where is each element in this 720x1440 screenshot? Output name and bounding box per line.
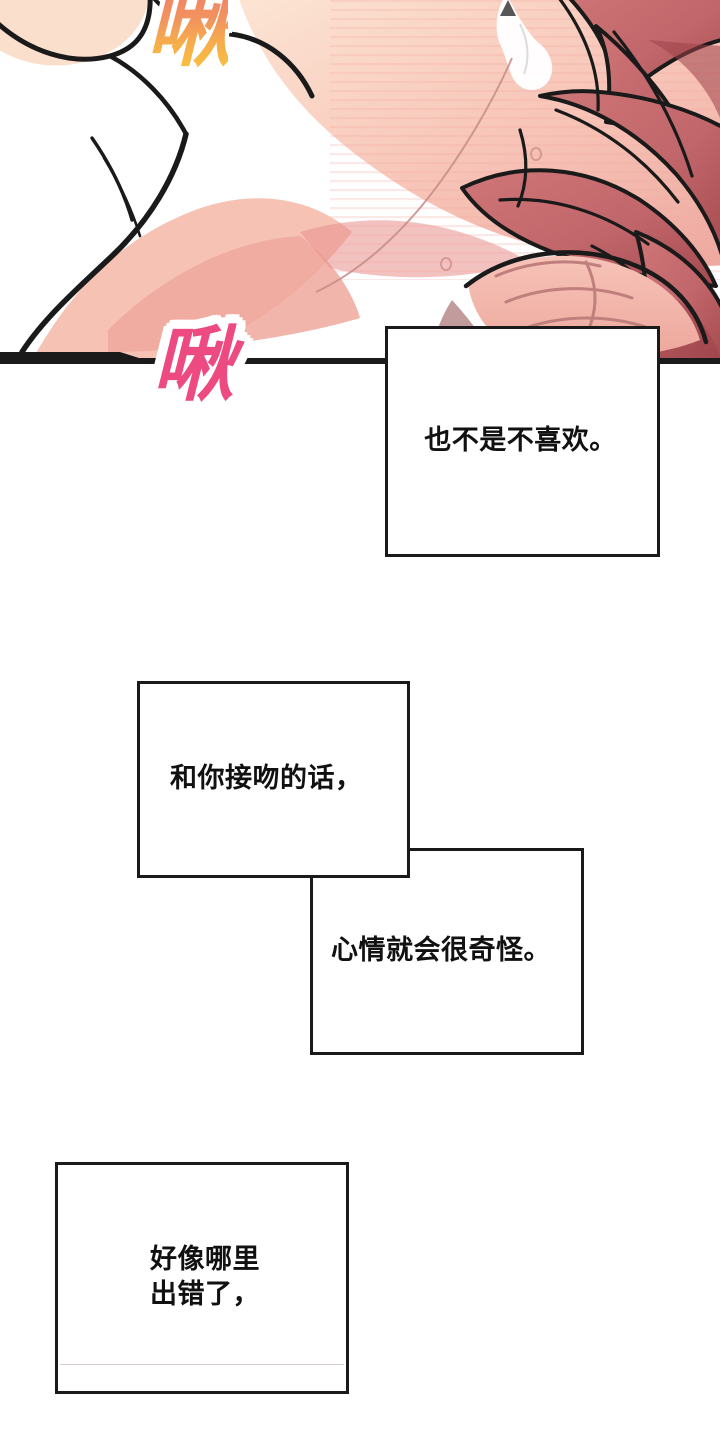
bubble-seam-line (60, 1364, 344, 1365)
sound-effect-bottom: 啾 (152, 318, 234, 413)
dialogue-box-2: 和你接吻的话， (137, 681, 410, 878)
dialogue-box-1: 也不是不喜欢。 (385, 326, 660, 557)
kiss-closeup-illustration (0, 0, 720, 364)
dialogue-text-2: 和你接吻的话， (170, 763, 363, 795)
dialogue-text-1: 也不是不喜欢。 (424, 425, 617, 457)
sound-effect-top: 啾 (146, 0, 232, 72)
dialogue-box-4: 好像哪里 出错了， (55, 1162, 349, 1394)
dialogue-text-3: 心情就会很奇怪。 (331, 935, 551, 967)
artwork-panel (0, 0, 720, 364)
dialogue-text-4: 好像哪里 出错了， (150, 1244, 260, 1310)
dialogue-box-3: 心情就会很奇怪。 (310, 848, 584, 1055)
